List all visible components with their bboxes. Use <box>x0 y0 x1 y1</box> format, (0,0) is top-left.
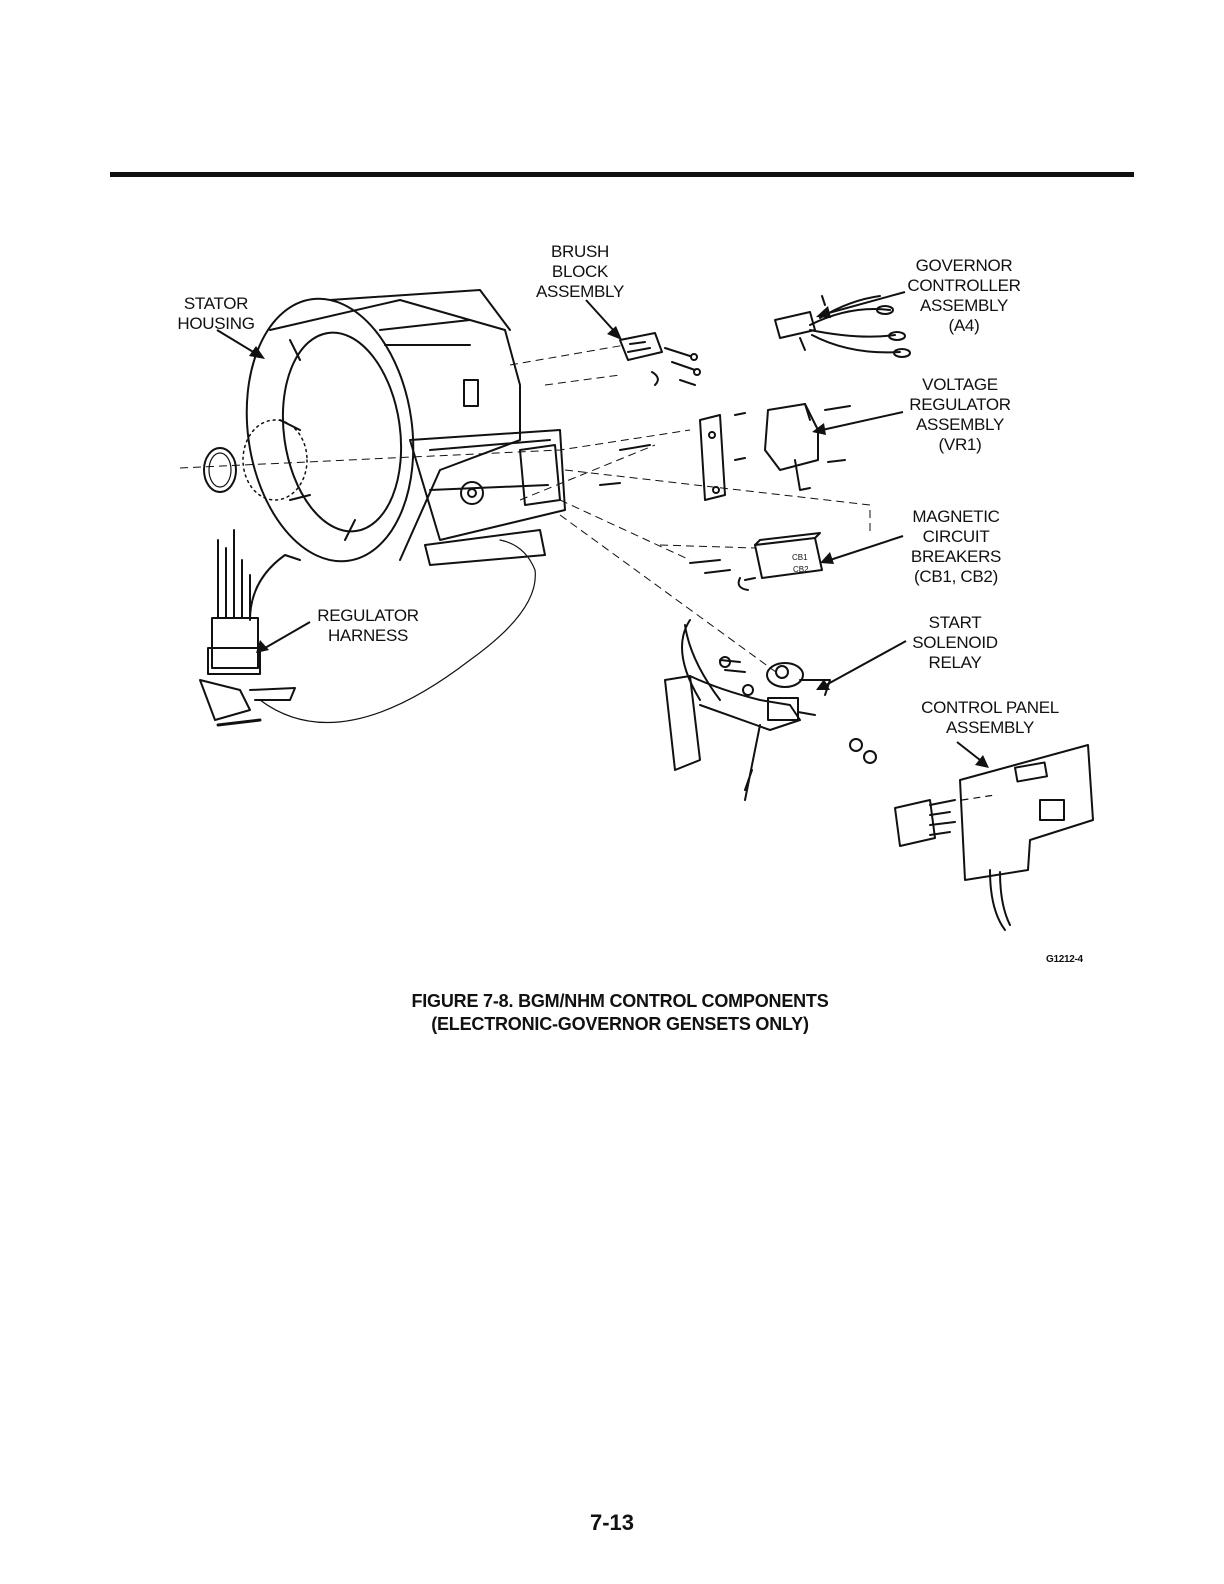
stator-housing <box>230 288 565 572</box>
label-regulator-harness: REGULATOR HARNESS <box>308 606 428 646</box>
label-governor-controller-assembly: GOVERNOR CONTROLLER ASSEMBLY (A4) <box>898 256 1030 336</box>
voltage-regulator <box>600 404 850 500</box>
control-panel <box>895 745 1093 930</box>
label-control-panel-assembly: CONTROL PANEL ASSEMBLY <box>910 698 1070 738</box>
governor-controller <box>775 296 910 357</box>
label-magnetic-circuit-breakers: MAGNETIC CIRCUIT BREAKERS (CB1, CB2) <box>900 507 1012 587</box>
label-stator-housing: STATOR HOUSING <box>168 294 264 334</box>
label-start-solenoid-relay: START SOLENOID RELAY <box>900 613 1010 673</box>
label-brush-block-assembly: BRUSH BLOCK ASSEMBLY <box>528 242 632 302</box>
cb2-mark: CB2 <box>793 565 809 574</box>
figure-caption: FIGURE 7-8. BGM/NHM CONTROL COMPONENTS (… <box>300 990 940 1036</box>
page-number: 7-13 <box>562 1510 662 1536</box>
caption-line-1: FIGURE 7-8. BGM/NHM CONTROL COMPONENTS <box>300 990 940 1013</box>
cb1-mark: CB1 <box>792 553 808 562</box>
figure-code: G1212-4 <box>1046 954 1083 965</box>
start-solenoid-relay <box>665 620 876 800</box>
caption-line-2: (ELECTRONIC-GOVERNOR GENSETS ONLY) <box>300 1013 940 1036</box>
label-voltage-regulator-assembly: VOLTAGE REGULATOR ASSEMBLY (VR1) <box>898 375 1022 455</box>
brush-block <box>620 333 700 385</box>
